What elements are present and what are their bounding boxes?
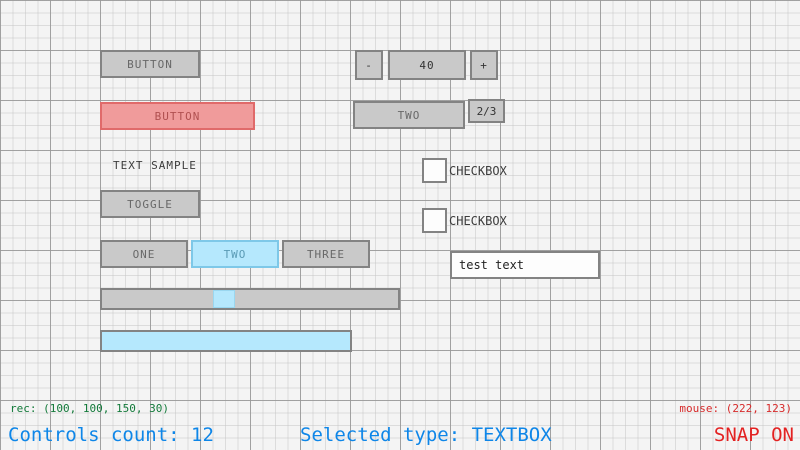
toggle-group-item-three[interactable]: THREE (282, 240, 370, 268)
textbox-input[interactable]: test text (450, 251, 600, 279)
toggle-button[interactable]: TOGGLE (100, 190, 200, 218)
button-focused[interactable]: BUTTON (100, 102, 255, 130)
checkbox-row-1[interactable]: CHECKBOX (422, 158, 507, 183)
spinner-increment-button[interactable]: + (470, 50, 498, 80)
slider-track[interactable] (100, 288, 400, 310)
checkbox-box-2[interactable] (422, 208, 447, 233)
spinner-decrement-button[interactable]: - (355, 50, 383, 80)
checkbox-label-1: CHECKBOX (449, 163, 507, 178)
rectangle-info-readout: rec: (100, 100, 150, 30) (10, 402, 169, 415)
mouse-position-readout: mouse: (222, 123) (679, 402, 792, 415)
dropdown-item-counter: 2/3 (468, 99, 505, 123)
toggle-group-item-two[interactable]: TWO (191, 240, 279, 268)
controls-count-readout: Controls count: 12 (8, 424, 214, 446)
dropdown-box[interactable]: TWO (353, 101, 465, 129)
checkbox-label-2: CHECKBOX (449, 213, 507, 228)
progress-bar-fill (102, 332, 350, 350)
checkbox-row-2[interactable]: CHECKBOX (422, 208, 507, 233)
spinner-value[interactable]: 40 (388, 50, 466, 80)
snap-state-indicator: SNAP ON (713, 424, 794, 446)
selected-type-readout: Selected type: TEXTBOX (300, 424, 552, 446)
toggle-group-item-one[interactable]: ONE (100, 240, 188, 268)
checkbox-box-1[interactable] (422, 158, 447, 183)
button-default[interactable]: BUTTON (100, 50, 200, 78)
slider-handle[interactable] (213, 290, 235, 308)
label-text-sample: TEXT SAMPLE (113, 158, 197, 172)
